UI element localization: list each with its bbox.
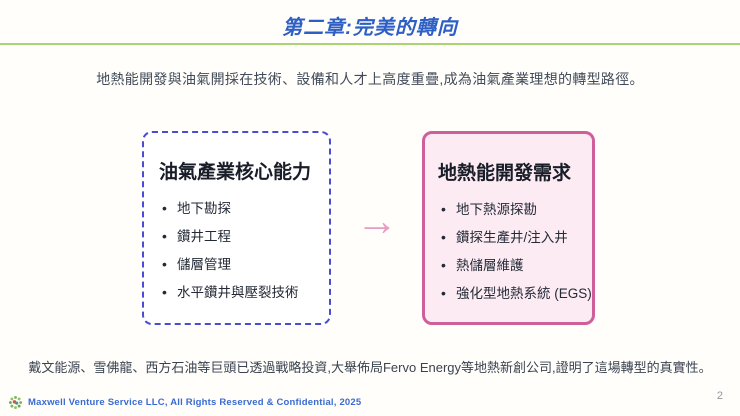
list-item: 地下熱源探勘 (438, 201, 584, 218)
page-number: 2 (716, 390, 723, 402)
list-item: 熱儲層維護 (438, 257, 584, 274)
right-arrow-icon: → (356, 197, 398, 244)
right-card-bullet-list: 地下熱源探勘 鑽探生產井/注入井 熱儲層維護 強化型地熱系統 (EGS) (438, 201, 592, 302)
list-item: 儲層管理 (159, 256, 314, 273)
title-divider-line (0, 43, 740, 45)
slide-title: 第二章:完美的轉向 (282, 17, 458, 39)
bottom-note: 戴文能源、雪佛龍、西方石油等巨頭已透過戰略投資,大舉佈局Fervo Energy… (28, 360, 712, 375)
list-item: 強化型地熱系統 (EGS) (438, 285, 592, 302)
maxwell-logo-icon (8, 395, 23, 410)
footer: Maxwell Venture Service LLC, All Rights … (8, 395, 361, 410)
list-item: 鑽探生產井/注入井 (438, 229, 584, 246)
oil-gas-capabilities-card: 油氣產業核心能力 地下勘探 鑽井工程 儲層管理 水平鑽井與壓裂技術 (142, 131, 331, 325)
slide-subtitle: 地熱能開發與油氣開採在技術、設備和人才上高度重疊,成為油氣產業理想的轉型路徑。 (96, 71, 644, 87)
list-item: 水平鑽井與壓裂技術 (159, 284, 314, 301)
list-item: 鑽井工程 (159, 228, 314, 245)
left-card-title: 油氣產業核心能力 (159, 162, 312, 183)
footer-copyright: Maxwell Venture Service LLC, All Rights … (28, 397, 362, 408)
list-item: 地下勘探 (159, 200, 314, 217)
geothermal-needs-card: 地熱能開發需求 地下熱源探勘 鑽探生產井/注入井 熱儲層維護 強化型地熱系統 (… (422, 131, 595, 325)
right-card-title: 地熱能開發需求 (438, 163, 572, 184)
left-card-bullet-list: 地下勘探 鑽井工程 儲層管理 水平鑽井與壓裂技術 (159, 200, 314, 301)
